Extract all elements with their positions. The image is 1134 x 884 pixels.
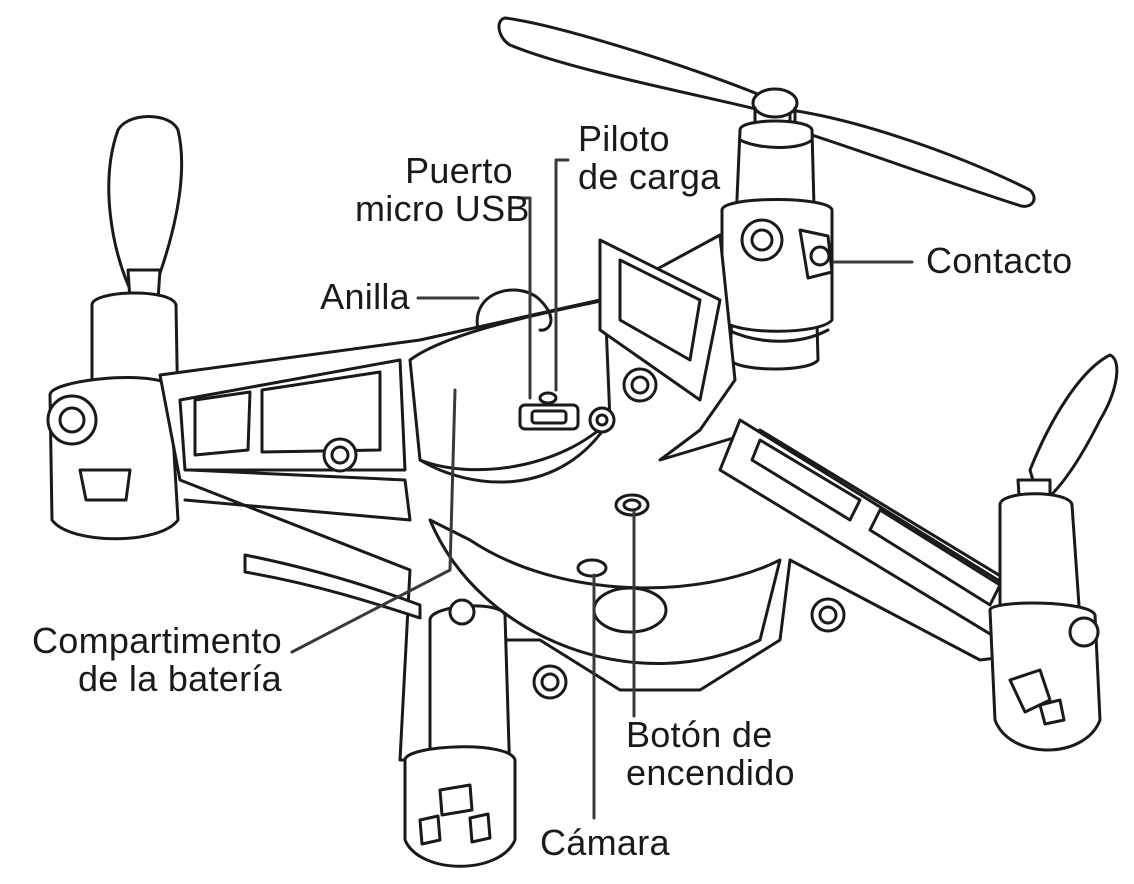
label-piloto-carga: Piloto de carga	[578, 120, 721, 196]
label-compartimento: Compartimento de la batería	[4, 622, 282, 698]
label-puerto-usb: Puerto micro USB	[355, 150, 530, 229]
label-compartimento-line1: Compartimento	[32, 620, 282, 661]
leader-puerto-usb	[516, 196, 532, 400]
motor-pod-right	[988, 492, 1102, 752]
leader-lines	[290, 158, 914, 820]
label-piloto-carga-line1: Piloto	[578, 118, 670, 159]
motor-pod-left	[46, 291, 180, 541]
label-boton-line1: Botón de	[626, 714, 773, 755]
label-anilla-line1: Anilla	[320, 276, 410, 317]
label-camara-line1: Cámara	[540, 822, 670, 863]
leader-piloto-carga	[554, 158, 570, 392]
label-puerto-usb-line2: micro USB	[355, 188, 530, 229]
label-piloto-carga-line2: de carga	[578, 156, 721, 197]
label-anilla: Anilla	[290, 278, 410, 316]
label-camara: Cámara	[540, 824, 670, 862]
label-boton-line2: encendido	[626, 752, 795, 793]
label-contacto-line1: Contacto	[926, 240, 1073, 281]
drone-body	[158, 233, 1062, 762]
propeller-right	[1016, 353, 1119, 512]
label-contacto: Contacto	[926, 242, 1073, 280]
label-puerto-usb-line1: Puerto	[405, 150, 513, 191]
label-boton: Botón de encendido	[626, 716, 795, 792]
propeller-top-left	[107, 115, 184, 302]
propeller-top-right	[497, 16, 1036, 208]
motor-pod-bottom	[403, 598, 517, 868]
motor-pod-top-right	[720, 119, 834, 371]
leader-compartimento	[290, 388, 457, 654]
label-compartimento-line2: de la batería	[77, 658, 282, 699]
